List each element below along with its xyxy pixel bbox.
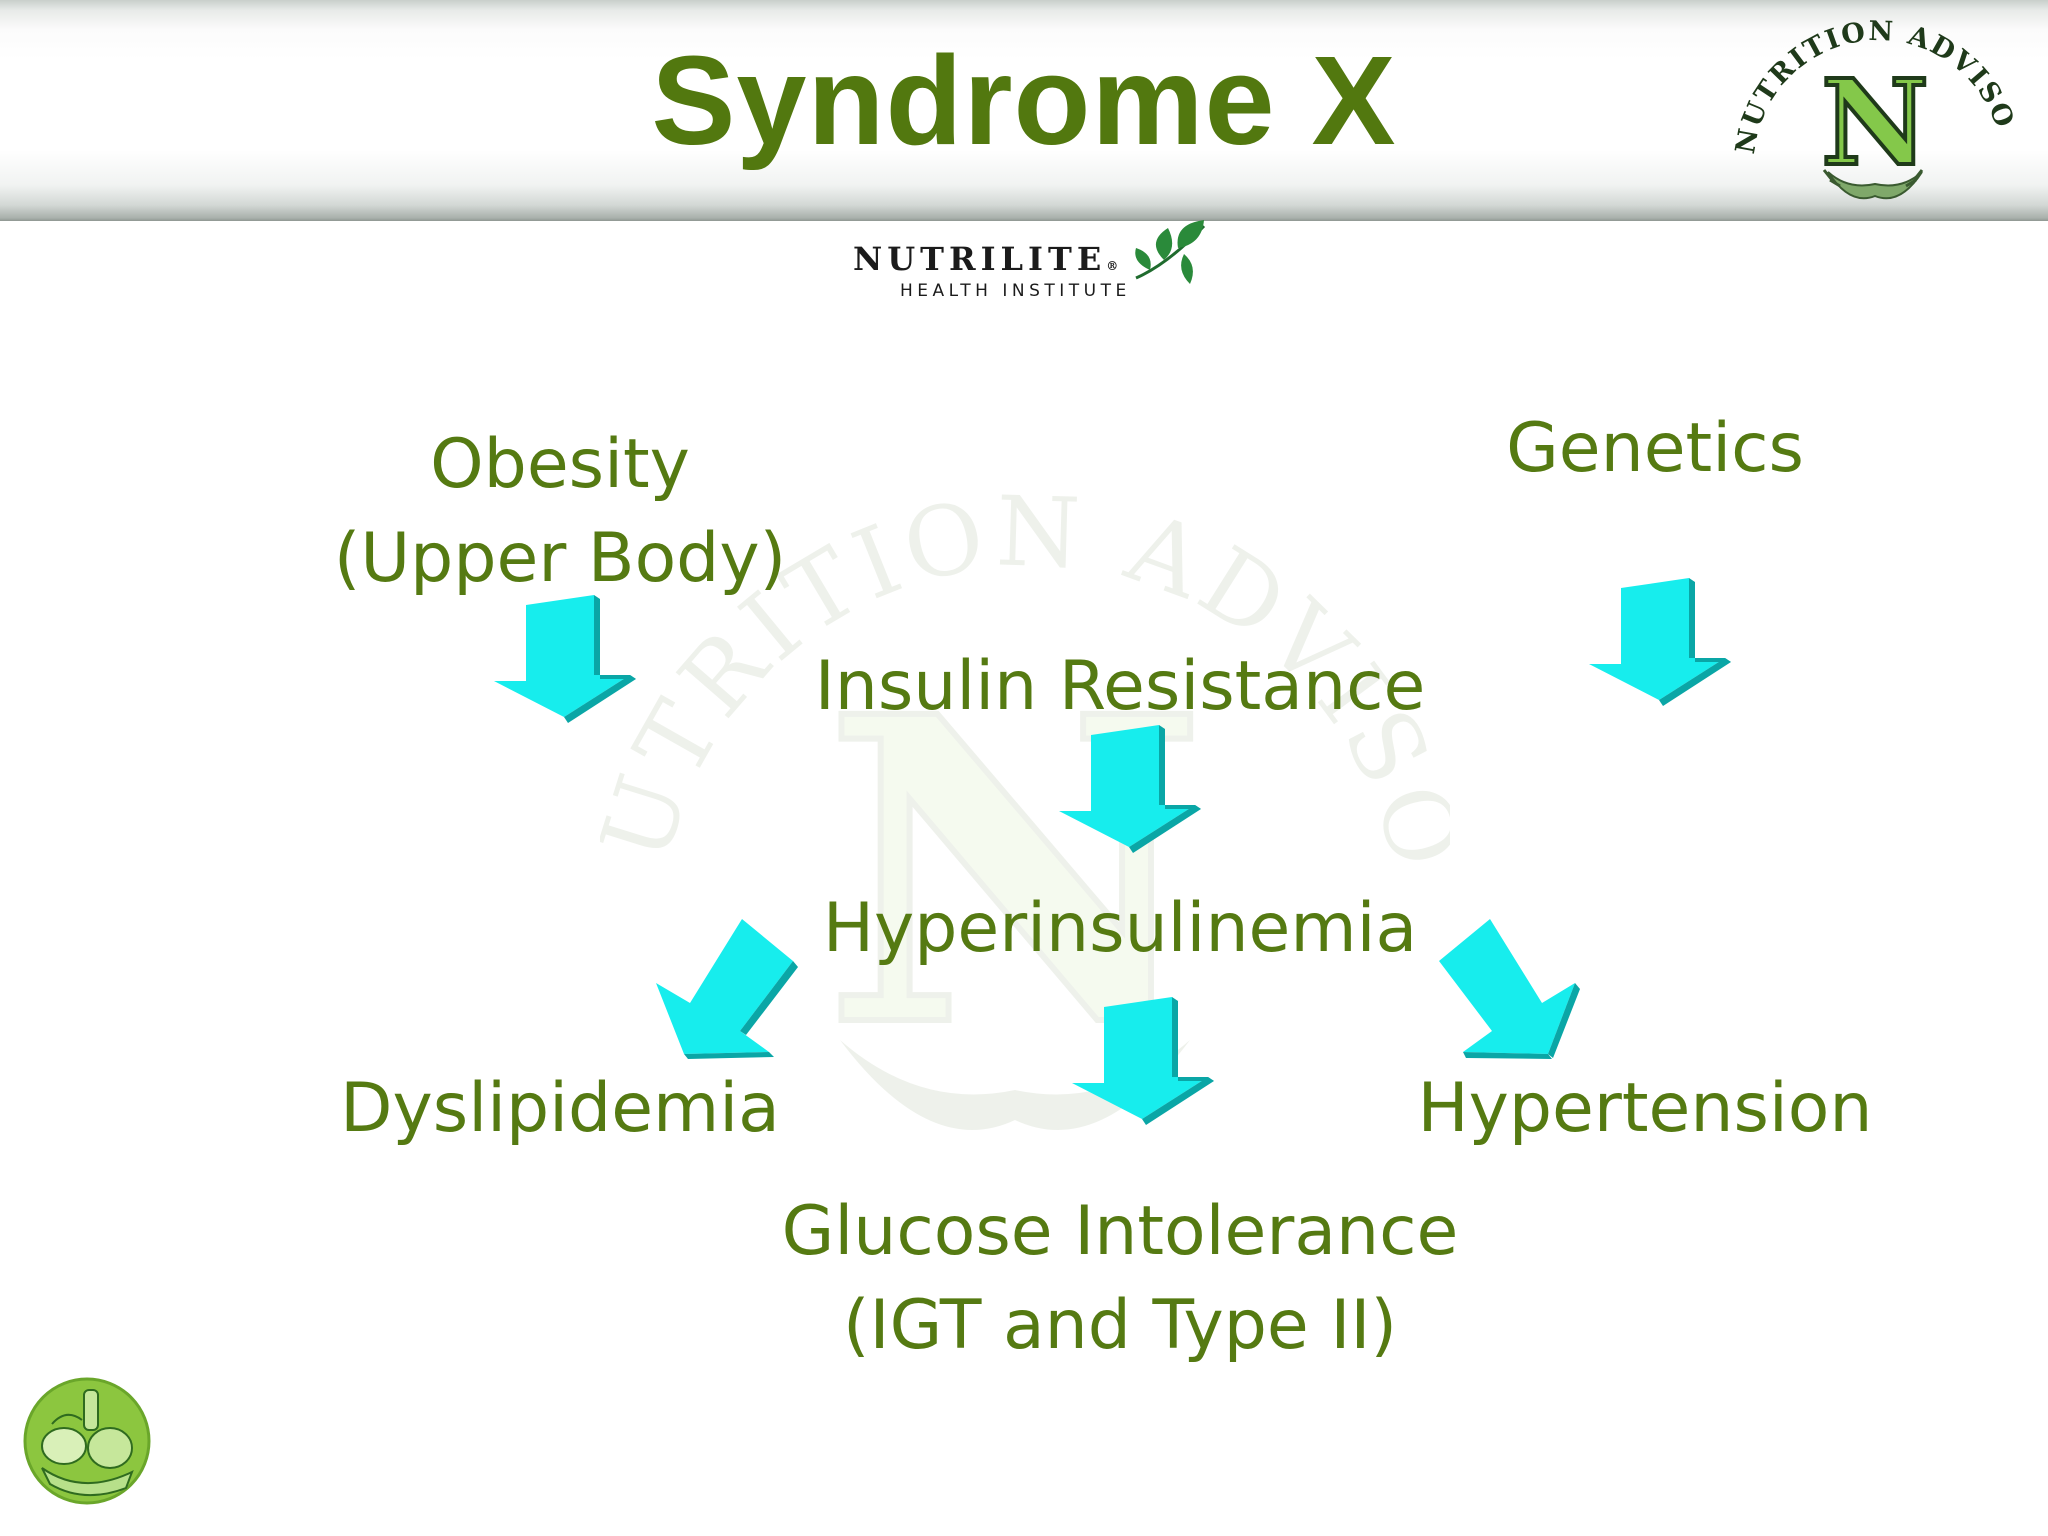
node-genetics-line1: Genetics bbox=[1506, 409, 1804, 488]
arrow-insulin-resistance-down bbox=[1059, 725, 1201, 853]
node-hyperinsulinemia-line1: Hyperinsulinemia bbox=[822, 889, 1418, 968]
nutrilite-name: NUTRILITE® bbox=[853, 240, 1119, 278]
arrow-hyperinsulinemia-down bbox=[1072, 997, 1214, 1125]
nutrilite-subtitle: HEALTH INSTITUTE bbox=[900, 281, 1131, 301]
node-insulin-resistance: Insulin Resistance bbox=[760, 640, 1480, 734]
node-hypertension: Hypertension bbox=[1375, 1062, 1915, 1156]
title-band bbox=[0, 0, 2048, 221]
arrow-genetics-down bbox=[1589, 578, 1731, 706]
node-obesity-line1: Obesity bbox=[430, 425, 690, 504]
node-dyslipidemia-line1: Dyslipidemia bbox=[340, 1069, 780, 1148]
leaf-icon bbox=[1135, 220, 1206, 284]
seal-letter: N bbox=[1821, 53, 1929, 192]
node-hyperinsulinemia: Hyperinsulinemia bbox=[760, 882, 1480, 976]
arrow-hyperinsulinemia-down-right bbox=[1439, 919, 1580, 1059]
nutrilite-logo: NUTRILITE® HEALTH INSTITUTE bbox=[848, 218, 1208, 308]
arrow-hyperinsulinemia-down-left bbox=[656, 919, 798, 1059]
watermark-icon: NUTRITION ADVISOR N bbox=[600, 420, 1450, 1130]
node-glucose-intolerance: Glucose Intolerance (IGT and Type II) bbox=[720, 1185, 1520, 1373]
node-hypertension-line1: Hypertension bbox=[1417, 1069, 1873, 1148]
food-basket-icon bbox=[23, 1377, 151, 1505]
slide-title: Syndrome X bbox=[651, 30, 1397, 171]
nutrition-advisor-seal-icon: NUTRITION ADVISOR N bbox=[1728, 14, 2018, 200]
node-glucose-intolerance-line1: Glucose Intolerance bbox=[781, 1192, 1459, 1271]
node-dyslipidemia: Dyslipidemia bbox=[300, 1062, 820, 1156]
node-insulin-resistance-line1: Insulin Resistance bbox=[814, 647, 1426, 726]
node-obesity: Obesity (Upper Body) bbox=[300, 418, 820, 606]
node-genetics: Genetics bbox=[1395, 402, 1915, 496]
node-glucose-intolerance-line2: (IGT and Type II) bbox=[843, 1286, 1397, 1365]
node-obesity-line2: (Upper Body) bbox=[333, 519, 787, 598]
arrow-obesity-down bbox=[494, 595, 636, 723]
